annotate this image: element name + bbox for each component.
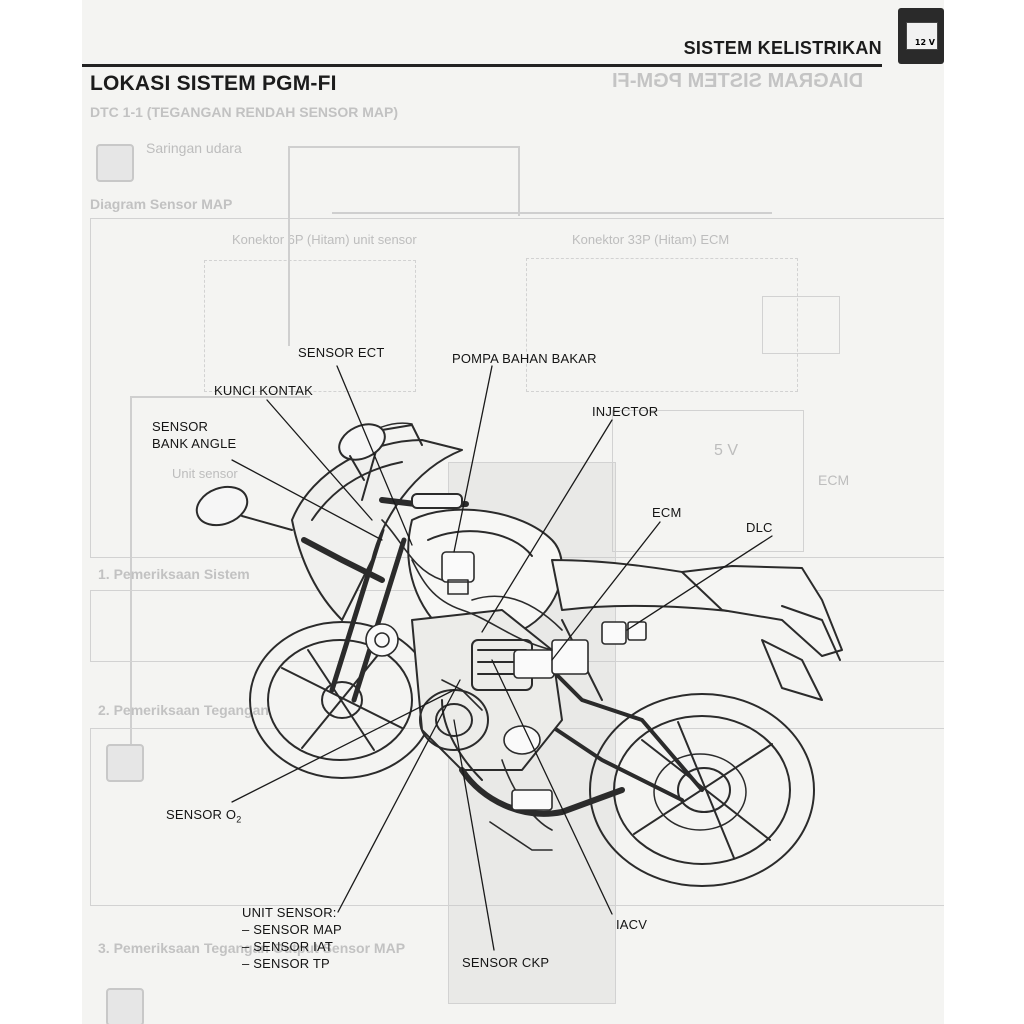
motorcycle-illustration	[195, 365, 843, 951]
ghost-dtc-line: DTC 1-1 (TEGANGAN RENDAH SENSOR MAP)	[90, 104, 399, 120]
ghost-connector-block-1	[204, 260, 416, 392]
callout-pompa-bahan-bakar: POMPA BAHAN BAKAR	[452, 351, 597, 366]
callout-iacv: IACV	[616, 917, 648, 932]
ghost-5v: 5 V	[714, 442, 739, 459]
callout-unit-sensor: UNIT SENSOR:	[242, 905, 337, 920]
voltage-badge: 12 V	[906, 22, 938, 50]
manual-page: DIAGRAM SISTEM PGM-FI DTC 1-1 (TEGANGAN …	[82, 0, 944, 1024]
header-rule	[82, 64, 882, 67]
callout-sensor-ckp: SENSOR CKP	[462, 955, 550, 970]
ghost-unit-sensor: Unit sensor	[172, 466, 238, 481]
ghost-connector-2: Konektor 33P (Hitam) ECM	[572, 232, 730, 247]
callout-sensor-ect: SENSOR ECT	[298, 345, 385, 360]
callout-kunci-kontak: KUNCI KONTAK	[214, 383, 313, 398]
ghost-step-icon	[106, 744, 144, 782]
page-title: LOKASI SISTEM PGM-FI	[90, 72, 337, 95]
ghost-wire-3	[332, 212, 772, 214]
ghost-wire-6	[130, 396, 310, 398]
ghost-wire-4	[518, 146, 520, 216]
components	[365, 519, 647, 851]
ghost-step-2: 2. Pemeriksaan Tegangan	[98, 702, 269, 718]
ghost-step-icon-2	[106, 988, 144, 1024]
ghost-step-1: 1. Pemeriksaan Sistem	[98, 566, 250, 582]
front-wheel	[249, 621, 435, 779]
callout-sensor-o2-subscript: 2	[236, 814, 242, 825]
ghost-connector-1: Konektor 6P (Hitam) unit sensor	[232, 232, 417, 247]
section-title: SISTEM KELISTRIKAN	[683, 38, 882, 58]
callout-sensor-bank-angle-line2: BANK ANGLE	[152, 436, 237, 451]
battery-icon: 12 V	[898, 8, 944, 64]
ghost-step-3: 3. Pemeriksaan Tegangan Output Sensor MA…	[98, 940, 406, 956]
ghost-manual-icon	[96, 144, 134, 182]
callout-injector: INJECTOR	[592, 404, 659, 419]
callout-sensor-map: – SENSOR MAP	[242, 922, 342, 937]
callout-sensor-o2: SENSOR O2	[166, 806, 241, 829]
callout-leaders	[231, 365, 773, 951]
callout-sensor-bank-angle-line1: SENSOR	[152, 419, 209, 434]
ghost-diagram-heading: Diagram Sensor MAP	[90, 196, 233, 212]
callout-sensor-tp: – SENSOR TP	[242, 956, 330, 971]
ghost-ecm-label: ECM	[818, 472, 850, 488]
ghost-wire-1	[288, 146, 518, 148]
callout-sensor-o2-text: SENSOR O	[166, 807, 237, 822]
ghost-bullet-1: Saringan udara	[146, 140, 242, 156]
ghost-wire-5	[130, 396, 132, 776]
ghost-connector-block-2	[526, 258, 798, 392]
callout-ecm: ECM	[652, 505, 682, 520]
ghost-wire-2	[288, 146, 290, 346]
callout-sensor-iat: – SENSOR IAT	[242, 939, 334, 954]
ghost-ecm-box	[612, 410, 804, 552]
callout-dlc: DLC	[746, 520, 773, 535]
ghost-battery	[762, 296, 840, 354]
